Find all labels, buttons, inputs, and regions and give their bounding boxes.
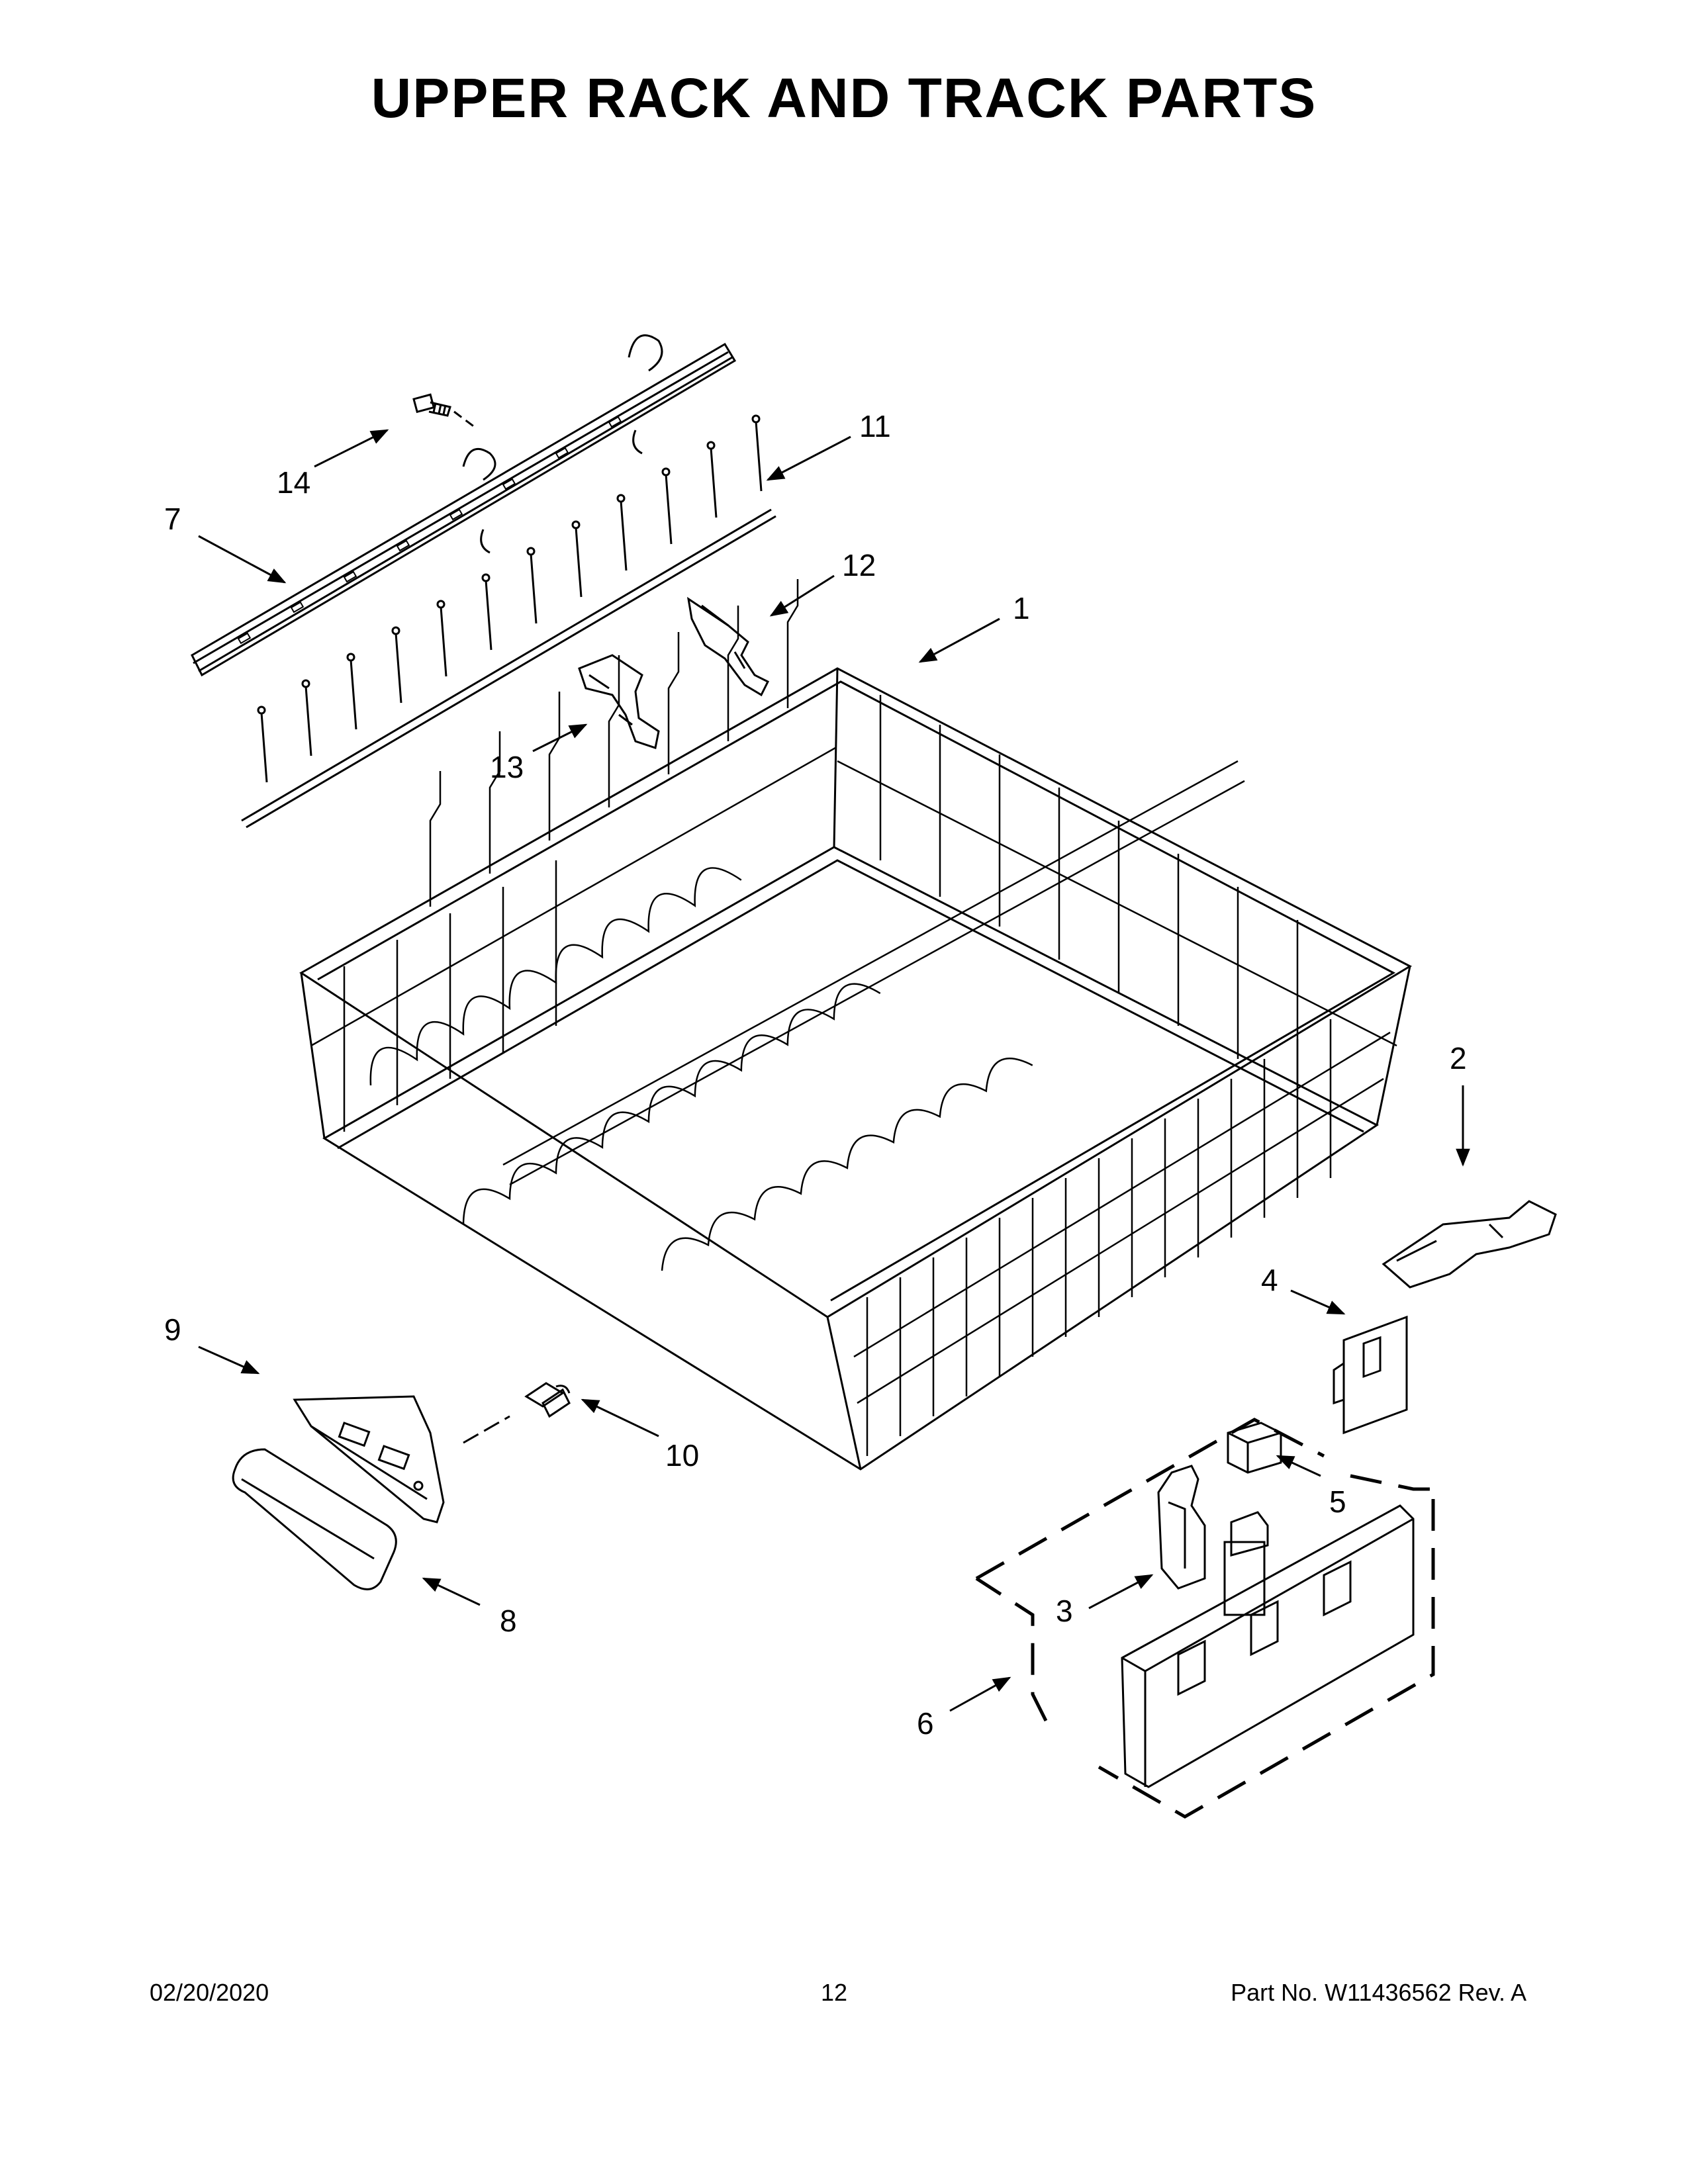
arrow-14	[314, 429, 389, 468]
part-12-clip	[686, 596, 770, 697]
part-11-tine-row	[241, 414, 776, 829]
callout-14: 14	[277, 465, 310, 500]
callout-12: 12	[842, 548, 876, 582]
arrow-1	[918, 617, 1000, 663]
part-1-upper-rack	[299, 579, 1413, 1471]
part-2-adjuster	[1382, 1200, 1557, 1289]
part-7-track-rail	[191, 334, 737, 677]
callout-1: 1	[1013, 591, 1030, 625]
arrow-12	[769, 574, 835, 617]
callout-9: 9	[164, 1312, 181, 1347]
arrow-9	[198, 1345, 260, 1375]
callout-5: 5	[1329, 1484, 1346, 1519]
part-8-handle-cover	[232, 1448, 397, 1590]
callout-8: 8	[500, 1604, 517, 1638]
part-10-screw	[463, 1382, 571, 1444]
callout-10: 10	[665, 1438, 699, 1473]
callout-7: 7	[164, 502, 181, 536]
leader-arrows	[198, 429, 1470, 1712]
arrow-7	[198, 535, 287, 584]
callout-4: 4	[1261, 1263, 1278, 1297]
callout-3: 3	[1056, 1594, 1073, 1628]
footer-part-info: Part No. W11436562 Rev. A	[1231, 1979, 1526, 2006]
part-6-adjuster-housing	[1121, 1504, 1415, 1788]
arrow-11	[766, 435, 851, 481]
part-13-clip	[578, 654, 660, 749]
arrow-8	[422, 1577, 481, 1606]
arrow-3	[1088, 1574, 1154, 1610]
arrow-6	[949, 1676, 1011, 1712]
callout-13: 13	[490, 750, 524, 784]
part-3-adjuster-arm	[1157, 1465, 1206, 1590]
callout-11: 11	[859, 409, 891, 443]
arrow-10	[581, 1398, 659, 1437]
callout-6: 6	[917, 1706, 934, 1741]
part-4-bracket	[1333, 1315, 1408, 1435]
callout-2: 2	[1450, 1041, 1467, 1075]
arrow-4	[1290, 1289, 1346, 1315]
part-6-assembly-outline	[975, 1418, 1435, 1819]
arrow-13	[532, 723, 588, 752]
footer-date: 02/20/2020	[150, 1979, 269, 2006]
page-title: UPPER RACK AND TRACK PARTS	[371, 67, 1317, 129]
part-9-handle-base	[293, 1395, 445, 1524]
footer-page-number: 12	[821, 1979, 848, 2006]
arrow-5	[1276, 1455, 1321, 1477]
part-14-screw	[412, 393, 476, 429]
